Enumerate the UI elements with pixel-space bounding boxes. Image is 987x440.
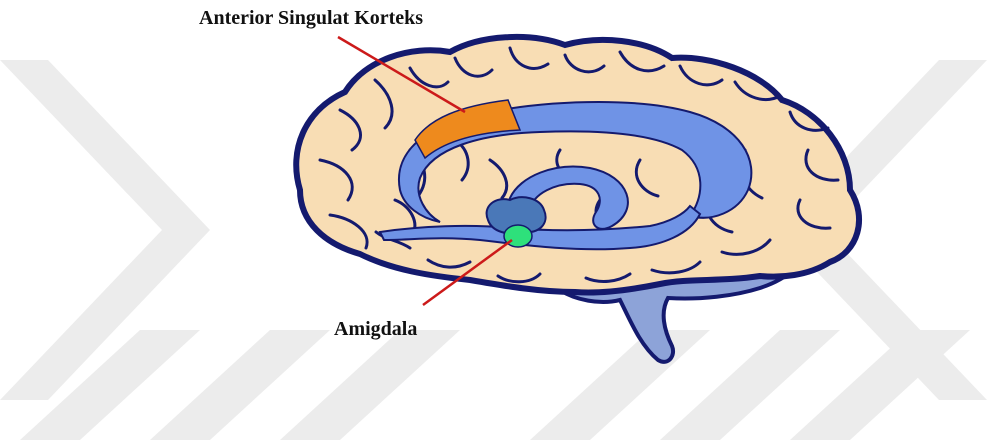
label-amygdala: Amigdala bbox=[334, 318, 417, 340]
brain-outline bbox=[296, 37, 859, 293]
label-anterior-cingulate: Anterior Singulat Korteks bbox=[199, 7, 423, 29]
